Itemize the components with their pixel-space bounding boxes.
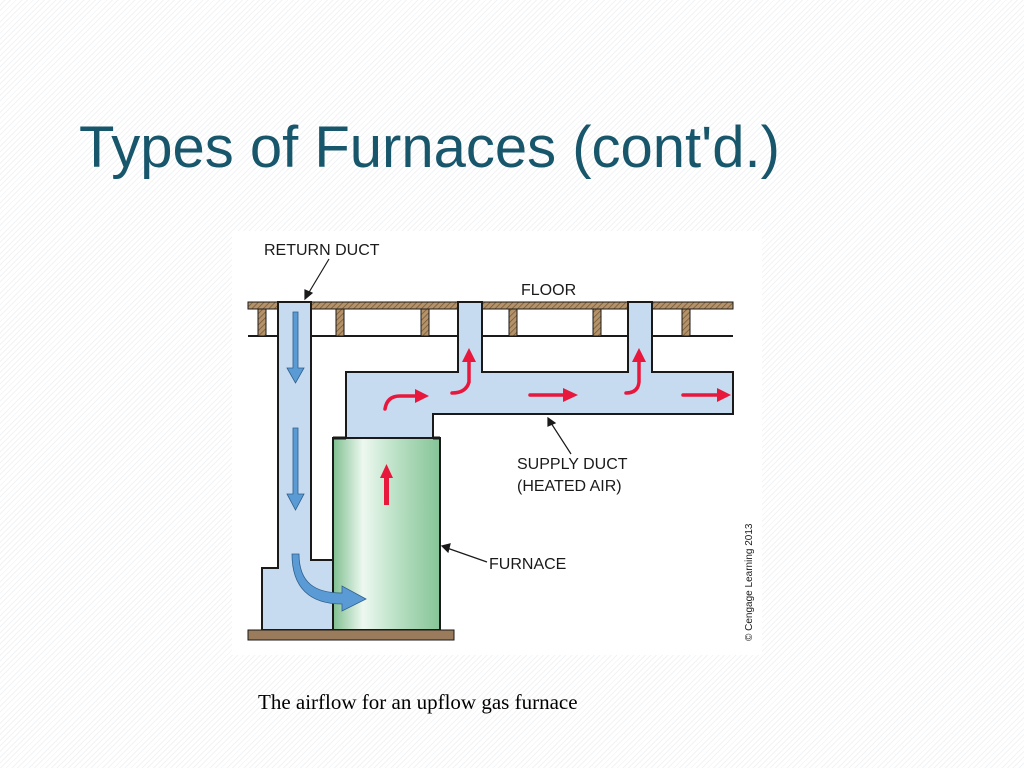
supply-duct xyxy=(345,301,734,439)
furnace-up-arrow xyxy=(380,464,393,505)
return-arrow-1 xyxy=(286,311,305,384)
furnace-base xyxy=(247,629,455,641)
slide-title: Types of Furnaces (cont'd.) xyxy=(79,115,780,180)
curved-arrow-3 xyxy=(624,358,641,395)
label-floor: FLOOR xyxy=(521,282,576,299)
figure-caption: The airflow for an upflow gas furnace xyxy=(258,690,578,714)
floor-joists xyxy=(257,308,691,337)
curved-arrow-1 xyxy=(383,394,418,411)
label-supply-duct: SUPPLY DUCT xyxy=(517,456,628,473)
diagram-labels: RETURN DUCT FLOOR SUPPLY DUCT (HEATED AI… xyxy=(264,242,755,641)
callout-lines xyxy=(304,258,572,563)
return-air-arrows xyxy=(286,311,367,612)
return-arrow-3 xyxy=(291,553,367,612)
floor-structure xyxy=(247,301,734,337)
copyright-text: © Cengage Learning 2013 xyxy=(744,523,755,641)
airflow-diagram: RETURN DUCT FLOOR SUPPLY DUCT (HEATED AI… xyxy=(232,231,762,655)
label-heated-air: (HEATED AIR) xyxy=(517,478,622,495)
return-arrow-2 xyxy=(286,427,305,511)
supply-air-arrows xyxy=(380,348,731,505)
curved-arrow-2 xyxy=(450,358,471,395)
diagram-svg: RETURN DUCT FLOOR SUPPLY DUCT (HEATED AI… xyxy=(247,242,755,641)
label-furnace: FURNACE xyxy=(489,556,566,573)
label-return-duct: RETURN DUCT xyxy=(264,242,380,259)
